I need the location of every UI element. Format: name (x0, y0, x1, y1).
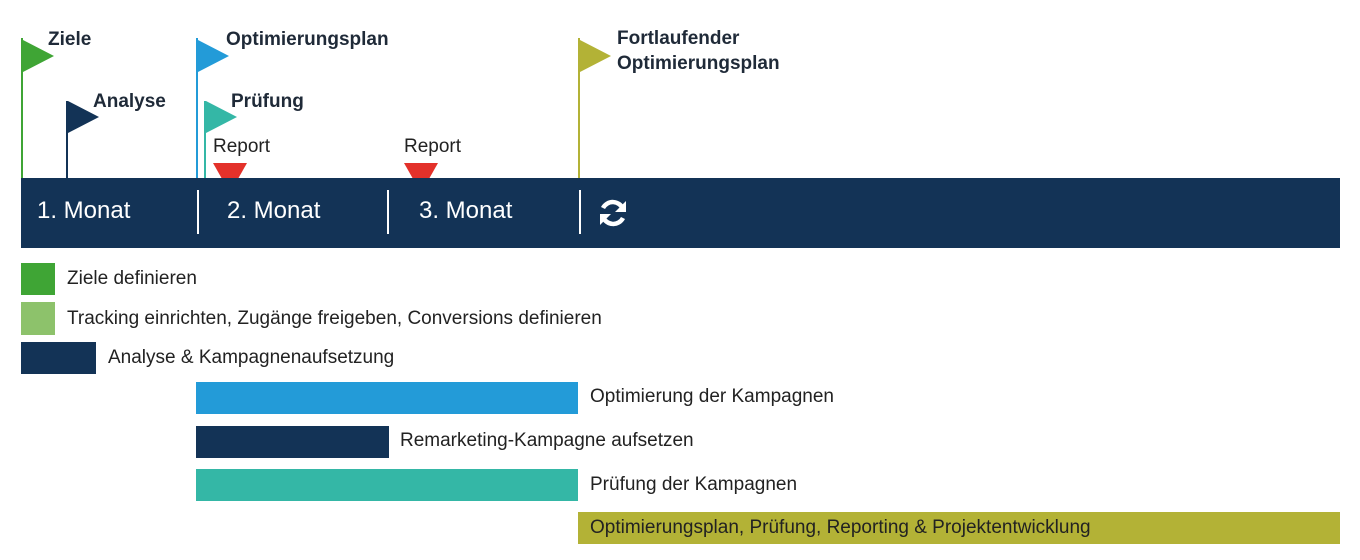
month-label-3: 3. Monat (419, 197, 513, 224)
task-bar (578, 512, 1340, 544)
task-label: Optimierungsplan, Prüfung, Reporting & P… (590, 517, 1091, 538)
task-bar (21, 302, 55, 335)
flag-icon (68, 101, 99, 133)
month-divider (387, 190, 389, 234)
task-bar (196, 382, 578, 414)
milestone-label: Ziele (48, 29, 92, 50)
task-bar (21, 263, 55, 295)
flag-pole (578, 38, 580, 178)
month-label-1: 1. Monat (37, 197, 131, 224)
task-label: Tracking einrichten, Zugänge freigeben, … (67, 308, 602, 329)
task-label: Remarketing-Kampagne aufsetzen (400, 430, 694, 451)
milestone-label: Fortlaufender Optimierungsplan (617, 28, 780, 74)
task-bar (21, 342, 96, 374)
milestone-label: Prüfung (231, 91, 304, 112)
timeline-bar (21, 178, 1340, 248)
milestone-label: Optimierungsplan (226, 29, 389, 50)
task-bar (196, 469, 578, 501)
report-label: Report (404, 136, 462, 157)
month-label-2: 2. Monat (227, 197, 321, 224)
month-divider (197, 190, 199, 234)
task-label: Prüfung der Kampagnen (590, 474, 798, 495)
flag-pole (204, 101, 206, 178)
flag-icon (206, 101, 237, 133)
flag-icon (580, 40, 611, 72)
milestone-label: Analyse (93, 91, 166, 112)
flag-icon (198, 40, 229, 72)
month-divider (579, 190, 581, 234)
flag-icon (23, 40, 54, 72)
report-label: Report (213, 136, 271, 157)
task-label: Analyse & Kampagnenaufsetzung (108, 347, 395, 368)
task-bar (196, 426, 389, 458)
flag-pole (196, 38, 198, 178)
flag-pole (66, 101, 68, 178)
refresh-icon (600, 199, 626, 227)
task-label: Optimierung der Kampagnen (590, 386, 834, 407)
task-label: Ziele definieren (67, 268, 197, 289)
flag-pole (21, 38, 23, 178)
